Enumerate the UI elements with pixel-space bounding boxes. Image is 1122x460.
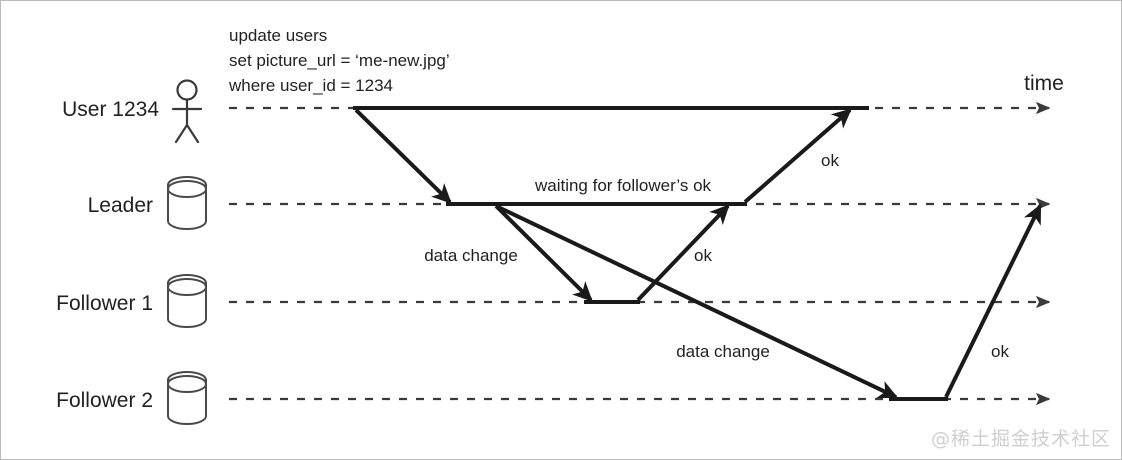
sql-note-line-3: where user_id = 1234: [228, 76, 393, 95]
time-axis-label: time: [1024, 72, 1064, 95]
stick-figure-actor-icon: [171, 79, 203, 144]
participant-follower-1: Follower 1: [56, 274, 207, 328]
message-labels: waiting for follower’s ok data change da…: [424, 151, 1009, 361]
database-cylinder-icon-follower-2: [167, 371, 207, 425]
label-data-change-follower-2: data change: [676, 342, 770, 361]
sql-note: update users set picture_url = ‘me-new.j…: [228, 26, 450, 95]
label-ok-follower-1: ok: [694, 246, 712, 265]
database-cylinder-icon-leader: [167, 176, 207, 230]
label-waiting-for-followers-ok: waiting for follower’s ok: [534, 176, 712, 195]
participant-user-1234: User 1234: [62, 79, 203, 144]
sql-note-line-1: update users: [229, 26, 327, 45]
participant-label-user-1234: User 1234: [62, 98, 159, 121]
participant-leader: Leader: [88, 176, 207, 230]
message-data-change-follower-2: [495, 204, 899, 399]
participant-label-follower-2: Follower 2: [56, 389, 153, 412]
sql-note-line-2: set picture_url = ‘me-new.jpg’: [229, 51, 450, 70]
message-ok-follower-2: [944, 203, 1042, 398]
watermark: @稀土掘金技术社区: [930, 428, 1111, 450]
message-ok-follower-1: [636, 204, 730, 302]
label-data-change-follower-1: data change: [424, 246, 518, 265]
participant-label-leader: Leader: [88, 194, 153, 217]
activation-bars: [353, 106, 948, 401]
database-cylinder-icon-follower-1: [167, 274, 207, 328]
message-ok-to-user: [743, 108, 852, 204]
label-ok-to-user: ok: [821, 151, 839, 170]
label-ok-follower-2: ok: [991, 342, 1009, 361]
participant-follower-2: Follower 2: [56, 371, 207, 425]
message-write-request: [354, 108, 452, 204]
message-data-change-follower-1: [494, 204, 593, 302]
participant-label-follower-1: Follower 1: [56, 292, 153, 315]
lifelines: [229, 101, 1051, 406]
messages: [354, 108, 1042, 399]
